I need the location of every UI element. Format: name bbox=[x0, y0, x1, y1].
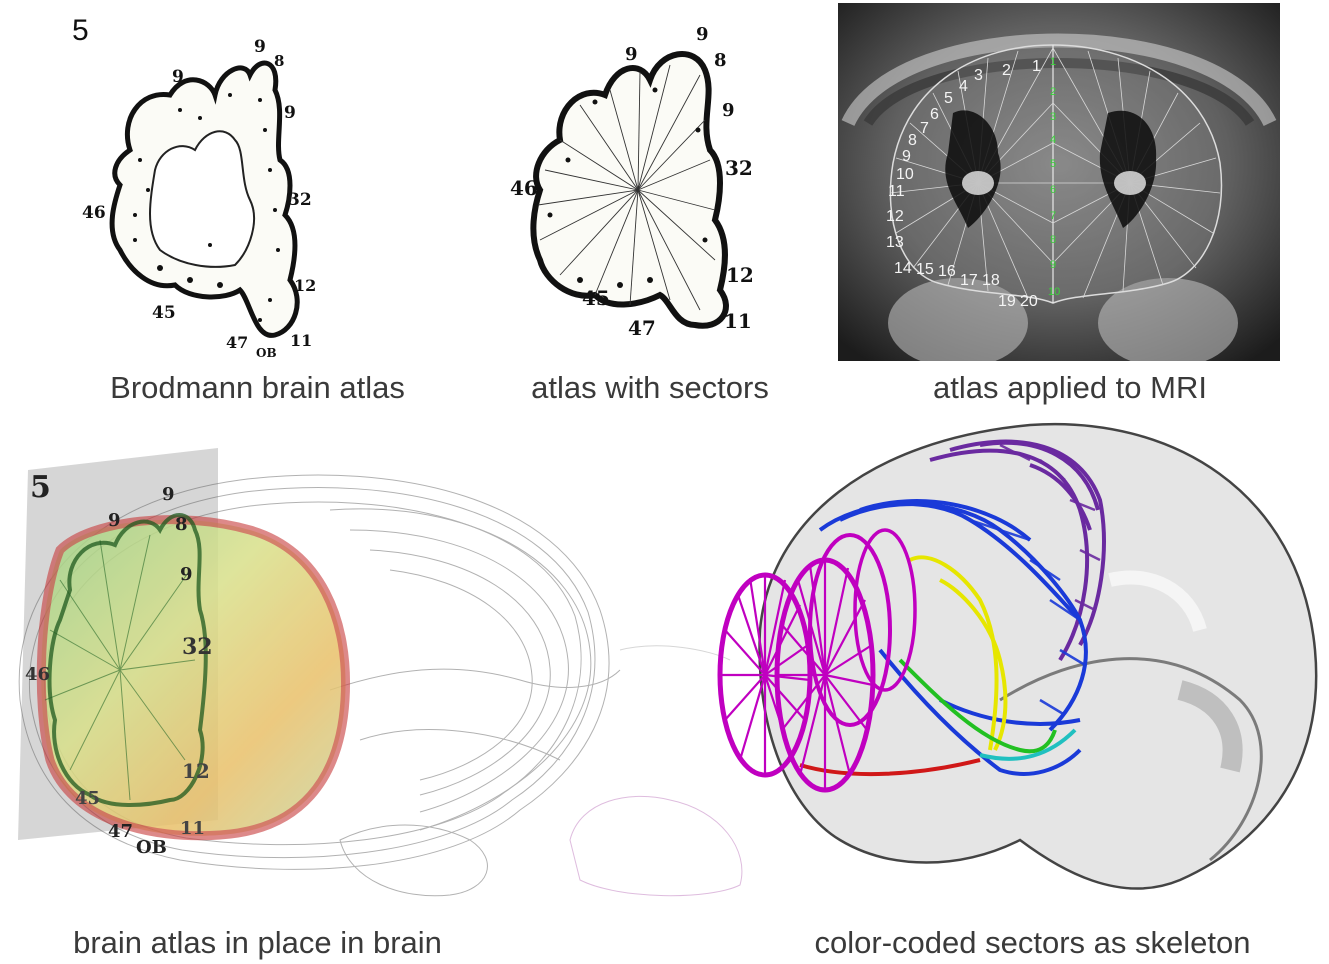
skeleton-brain-surface bbox=[760, 424, 1317, 888]
mri-number-11: 11 bbox=[888, 183, 905, 200]
brain3d-label-9c: 9 bbox=[180, 564, 193, 585]
mri-number-17: 17 bbox=[960, 272, 978, 289]
brain3d-label-32: 32 bbox=[182, 634, 213, 660]
mri-number-10: 10 bbox=[896, 166, 914, 183]
mri-green-1: 1 bbox=[1050, 56, 1056, 68]
brain3d-label-47: 47 bbox=[108, 821, 133, 842]
mri-green-4: 4 bbox=[1050, 134, 1056, 146]
brain-3d-atlas-panel: 5 9 9 8 9 32 46 12 45 47 OB 11 bbox=[0, 440, 640, 920]
mri-number-1: 1 bbox=[1032, 58, 1041, 75]
mri-number-14: 14 bbox=[894, 260, 912, 277]
brain3d-label-8: 8 bbox=[175, 514, 188, 535]
brodmann-label-47: 47 bbox=[226, 333, 248, 352]
brodmann-label-45: 45 bbox=[152, 303, 176, 323]
mri-green-5: 5 bbox=[1050, 158, 1056, 170]
brain3d-label-11: 11 bbox=[180, 818, 205, 839]
mri-number-18: 18 bbox=[982, 272, 1000, 289]
mri-number-19: 19 bbox=[998, 293, 1016, 310]
brodmann-label-12: 12 bbox=[294, 276, 316, 295]
mri-panel: 1 2 3 4 5 6 7 8 9 10 11 12 13 14 15 16 1… bbox=[838, 3, 1280, 361]
sector-label-8: 8 bbox=[714, 50, 727, 71]
mri-green-2: 2 bbox=[1050, 86, 1056, 98]
mri-number-3: 3 bbox=[974, 67, 983, 84]
sector-label-9b: 9 bbox=[696, 24, 709, 45]
brodmann-atlas-drawing: 5 9 9 8 9 32 46 12 45 47 OB 11 bbox=[60, 0, 360, 370]
brodmann-label-32: 32 bbox=[288, 190, 312, 210]
mri-number-15: 15 bbox=[916, 261, 934, 278]
sector-atlas-drawing: 9 9 8 9 32 46 12 45 47 11 bbox=[500, 10, 790, 370]
sector-label-9c: 9 bbox=[722, 100, 735, 121]
sector-label-47: 47 bbox=[628, 316, 656, 340]
brodmann-label-8: 8 bbox=[274, 52, 284, 70]
caption-in-brain: brain atlas in place in brain bbox=[40, 925, 475, 961]
brodmann-label-9c: 9 bbox=[284, 103, 296, 123]
sector-label-32: 32 bbox=[725, 156, 753, 180]
brodmann-white-matter bbox=[150, 131, 254, 267]
sector-label-46: 46 bbox=[510, 176, 538, 200]
brodmann-label-11: 11 bbox=[290, 331, 312, 350]
mri-green-6: 6 bbox=[1050, 184, 1056, 196]
mri-number-13: 13 bbox=[886, 234, 904, 251]
brain3d-label-12: 12 bbox=[182, 759, 210, 783]
mri-number-20: 20 bbox=[1020, 293, 1038, 310]
brain3d-figure-5: 5 bbox=[30, 470, 51, 505]
mri-number-12: 12 bbox=[886, 208, 904, 225]
mri-green-9: 9 bbox=[1050, 259, 1056, 271]
mri-number-6: 6 bbox=[930, 106, 939, 123]
skeleton-panel bbox=[700, 400, 1329, 920]
mri-number-5: 5 bbox=[944, 90, 953, 107]
mri-number-2: 2 bbox=[1002, 62, 1011, 79]
brain3d-label-9a: 9 bbox=[108, 510, 121, 531]
sector-section-outline bbox=[533, 54, 726, 326]
mri-number-16: 16 bbox=[938, 263, 956, 280]
caption-brodmann: Brodmann brain atlas bbox=[60, 370, 455, 406]
mri-number-4: 4 bbox=[959, 78, 968, 95]
mri-number-9: 9 bbox=[902, 148, 911, 165]
brain3d-label-46: 46 bbox=[25, 664, 50, 685]
sector-label-11: 11 bbox=[724, 309, 752, 333]
brodmann-label-9a: 9 bbox=[172, 67, 184, 87]
sector-label-45: 45 bbox=[582, 286, 610, 310]
brodmann-label-9b: 9 bbox=[254, 37, 266, 57]
sector-label-12: 12 bbox=[726, 263, 754, 287]
brain3d-label-ob: OB bbox=[136, 837, 167, 858]
brain3d-label-9b: 9 bbox=[162, 484, 175, 505]
brodmann-label-ob: OB bbox=[256, 346, 277, 360]
sector-label-9a: 9 bbox=[625, 44, 638, 65]
mri-green-10: 10 bbox=[1048, 286, 1060, 298]
mri-number-7: 7 bbox=[920, 120, 929, 137]
figure-number: 5 bbox=[72, 14, 89, 47]
brain3d-label-45: 45 bbox=[75, 788, 100, 809]
mri-green-3: 3 bbox=[1050, 111, 1056, 123]
mri-green-7: 7 bbox=[1050, 210, 1056, 222]
caption-skeleton: color-coded sectors as skeleton bbox=[785, 925, 1280, 961]
mri-number-8: 8 bbox=[908, 132, 917, 149]
mri-green-8: 8 bbox=[1050, 234, 1056, 246]
brodmann-label-46: 46 bbox=[82, 203, 106, 223]
